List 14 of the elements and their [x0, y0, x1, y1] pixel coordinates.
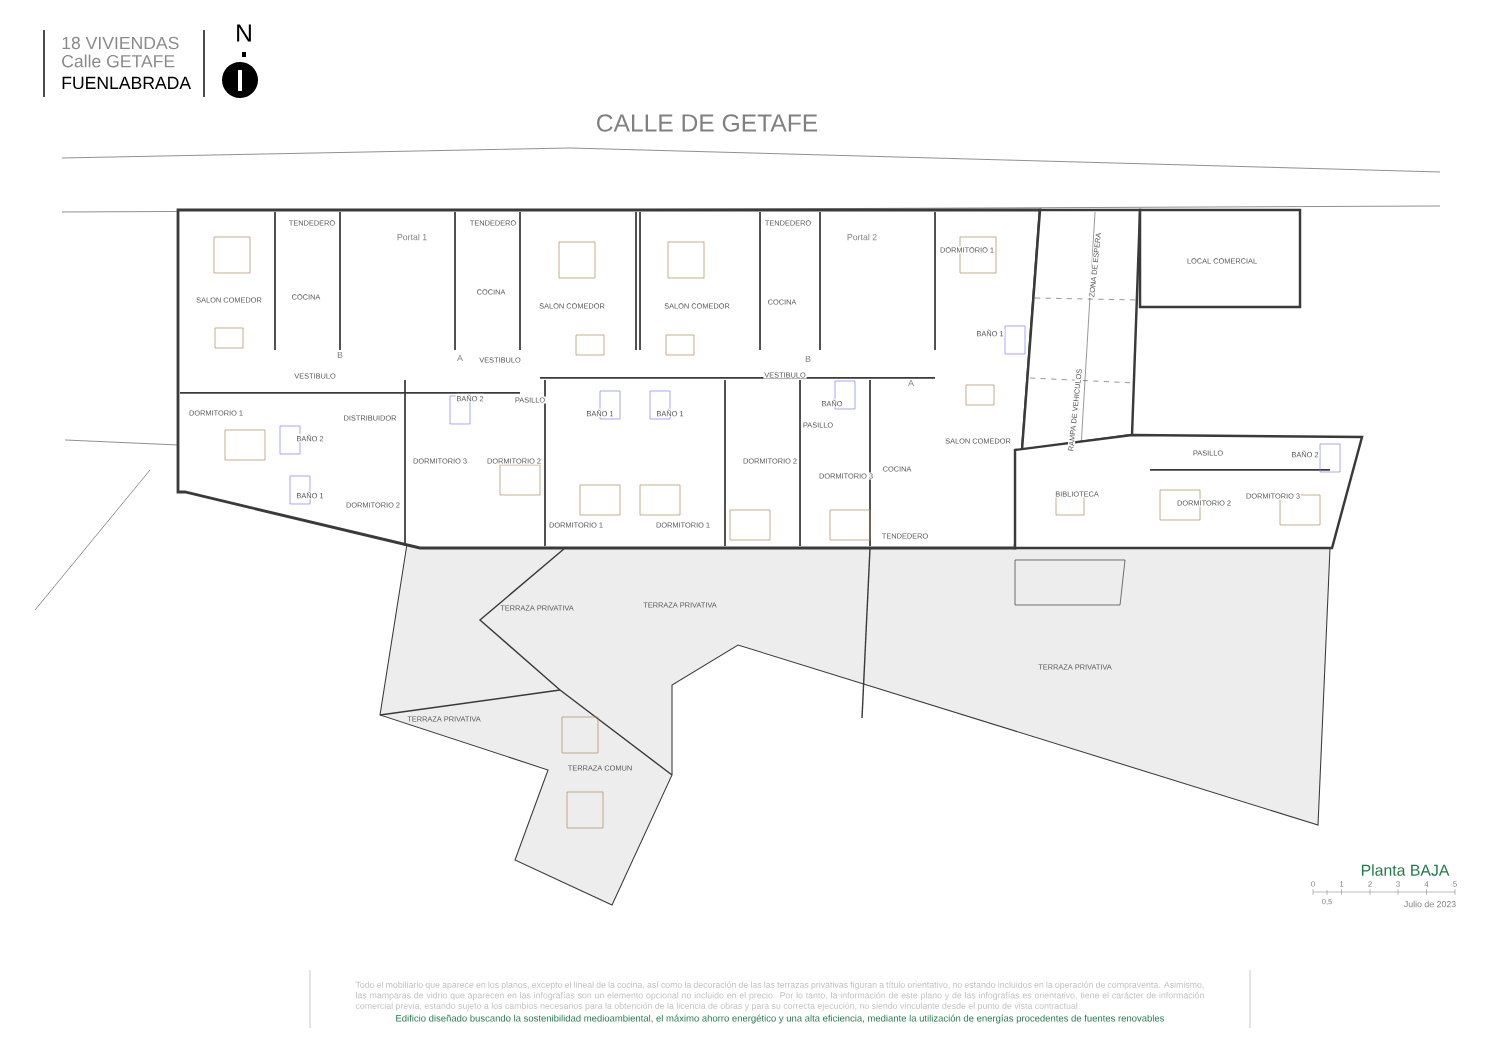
header-text: 18 VIVIENDAS	[62, 36, 179, 50]
access-letter: B	[337, 352, 343, 358]
north-letter: N	[237, 24, 251, 42]
access-letter: B	[805, 356, 811, 362]
portal-label: Portal 2	[847, 233, 877, 241]
sustainability-note: Edificio diseñado buscando la sostenibilidad medioambiental, el máximo ahorro energético y una alta eficiencia, mediante la utilización de energías procedentes de fuentes renovables	[396, 1014, 1165, 1024]
date-text: Julio de 2023	[1404, 900, 1456, 908]
plan-title: Planta BAJA	[1361, 864, 1450, 876]
portal-label: Portal 1	[397, 233, 427, 241]
header-text: Calle GETAFE	[62, 54, 175, 68]
access-letter: A	[908, 380, 914, 386]
header-text: FUENLABRADA	[62, 76, 192, 90]
access-letter: A	[457, 355, 463, 361]
street-name: CALLE DE GETAFE	[597, 114, 818, 132]
